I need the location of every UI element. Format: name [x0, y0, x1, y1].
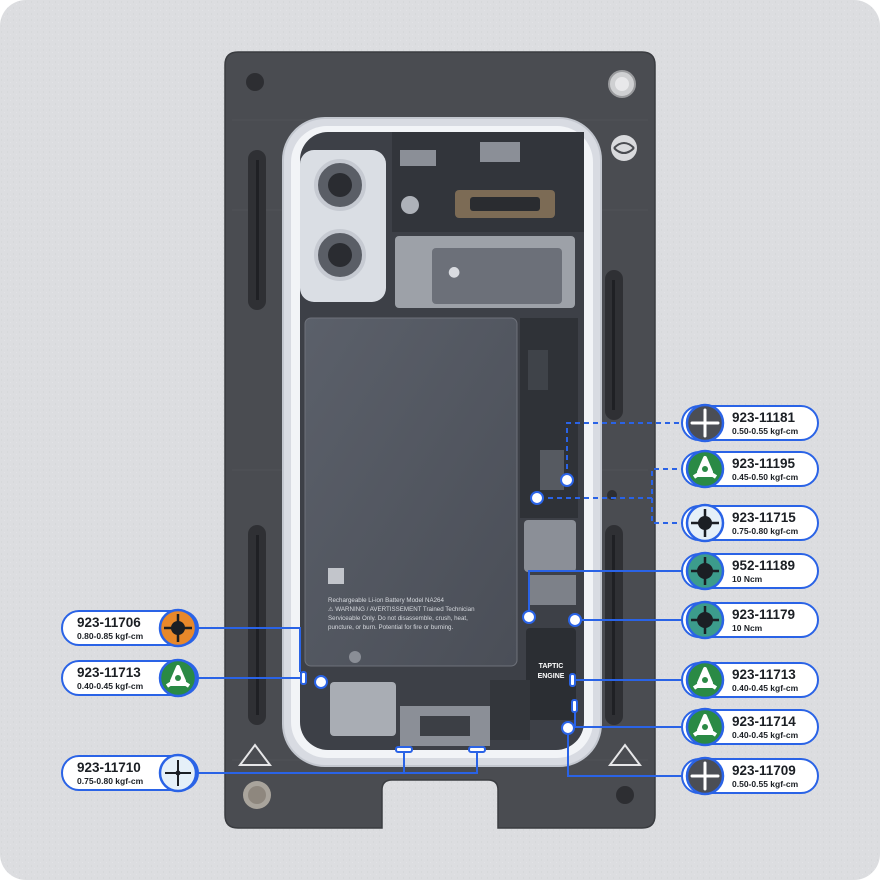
callout-923-11713-right: 923-11713 0.40-0.45 kgf-cm [681, 660, 819, 700]
callout-torque: 10 Ncm [732, 623, 763, 633]
callout-923-11710: 923-11710 0.75-0.80 kgf-cm [61, 753, 199, 793]
tri-point-icon [158, 658, 198, 698]
callout-part-number: 923-11715 [732, 510, 796, 525]
callout-part-number: 923-11713 [732, 667, 796, 682]
callout-leader-lines [194, 422, 686, 777]
callout-923-11709: 923-11709 0.50-0.55 kgf-cm [681, 756, 819, 796]
tray-eject-mark-right [608, 743, 642, 766]
leader-923-11715 [651, 498, 686, 524]
callout-torque: 0.80-0.85 kgf-cm [77, 631, 144, 641]
battery-label-line3: Serviceable Only. Do not disassemble, cr… [328, 615, 468, 622]
tray-eject-mark-left [238, 743, 272, 766]
leader-923-11706 [194, 627, 301, 672]
taptic-engine: TAPTIC ENGINE [526, 628, 576, 720]
leader-952-11189 [528, 570, 686, 615]
torx-plus-icon [685, 600, 725, 640]
battery-label-line2: ⚠ WARNING / AVERTISSEMENT Trained Techni… [328, 606, 475, 613]
tray-hole-top-left [246, 73, 264, 91]
callout-torque: 0.50-0.55 kgf-cm [732, 426, 799, 436]
screw-marker-923-11706 [314, 675, 328, 689]
taptic-label-line1: TAPTIC [539, 663, 564, 670]
battery-label-line4: puncture, or burn. Potential for fire or… [328, 624, 453, 631]
battery: Rechargeable Li-ion Battery Model NA264 … [304, 317, 518, 667]
torx-plus-icon [685, 551, 725, 591]
screw-marker-923-11195 [530, 491, 544, 505]
battery-barcode [328, 568, 344, 584]
screw-marker-952-11189 [522, 610, 536, 624]
callout-torque: 0.75-0.80 kgf-cm [732, 526, 799, 536]
leader-923-11195 [539, 468, 686, 499]
callout-part-number: 923-11713 [77, 665, 141, 680]
screw-marker-923-11714 [571, 699, 578, 713]
torx-icon [685, 503, 725, 543]
screw-marker-923-11179 [568, 613, 582, 627]
callout-923-11181: 923-11181 0.50-0.55 kgf-cm [681, 403, 819, 443]
leader-923-11181 [566, 422, 686, 478]
callout-923-11195: 923-11195 0.45-0.50 kgf-cm [681, 449, 819, 489]
tray-hole-bottom-right [616, 786, 634, 804]
screw-marker-923-11710-a [395, 746, 413, 753]
leader-923-11714 [574, 708, 686, 728]
callout-part-number: 923-11710 [77, 760, 141, 775]
screw-marker-923-11713-right [569, 673, 576, 687]
callout-part-number: 923-11706 [77, 615, 141, 630]
tri-point-icon [685, 449, 725, 489]
callout-part-number: 923-11709 [732, 763, 796, 778]
phillips-icon [685, 403, 725, 443]
callout-923-11715: 923-11715 0.75-0.80 kgf-cm [681, 503, 819, 543]
screw-markers [300, 473, 582, 753]
screw-marker-923-11713-left [300, 671, 307, 685]
callout-torque: 10 Ncm [732, 574, 763, 584]
callout-part-number: 923-11195 [732, 456, 796, 471]
callout-part-number: 923-11179 [732, 607, 795, 622]
callout-923-11714: 923-11714 0.40-0.45 kgf-cm [681, 707, 819, 747]
screw-marker-923-11181 [560, 473, 574, 487]
leader-923-11710 [194, 750, 478, 774]
callout-torque: 0.75-0.80 kgf-cm [77, 776, 144, 786]
callout-torque: 0.40-0.45 kgf-cm [732, 730, 799, 740]
callout-923-11706: 923-11706 0.80-0.85 kgf-cm [61, 608, 199, 648]
tri-point-icon [685, 707, 725, 747]
logic-board-bottom [330, 680, 530, 746]
callout-part-number: 923-11714 [732, 714, 796, 729]
callout-torque: 0.45-0.50 kgf-cm [732, 472, 799, 482]
phillips-icon [685, 756, 725, 796]
callout-torque: 0.50-0.55 kgf-cm [732, 779, 799, 789]
cross-icon [158, 753, 198, 793]
screw-marker-923-11710-b [468, 746, 486, 753]
taptic-label-line2: ENGINE [538, 673, 565, 680]
callout-torque: 0.40-0.45 kgf-cm [77, 681, 144, 691]
callout-952-11189: 952-11189 10 Ncm [681, 551, 819, 591]
logic-board-side [520, 318, 578, 605]
callout-923-11179: 923-11179 10 Ncm [681, 600, 819, 640]
phone-device: ● Rechargeable Li-ion Battery Model NA26… [282, 117, 602, 767]
tray-logo [611, 135, 637, 161]
battery-label-line1: Rechargeable Li-ion Battery Model NA264 [328, 597, 444, 604]
svg-text:●: ● [448, 264, 460, 280]
torx-icon [158, 608, 198, 648]
callout-torque: 0.40-0.45 kgf-cm [732, 683, 799, 693]
logic-board-top: ● [392, 132, 584, 308]
callout-part-number: 923-11181 [732, 410, 796, 425]
screw-marker-923-11709 [561, 721, 575, 735]
tri-point-icon [685, 660, 725, 700]
callout-923-11713-left: 923-11713 0.40-0.45 kgf-cm [61, 658, 199, 698]
rear-camera-module [300, 150, 386, 302]
callout-part-number: 952-11189 [732, 558, 795, 573]
leader-923-11709 [567, 728, 686, 777]
